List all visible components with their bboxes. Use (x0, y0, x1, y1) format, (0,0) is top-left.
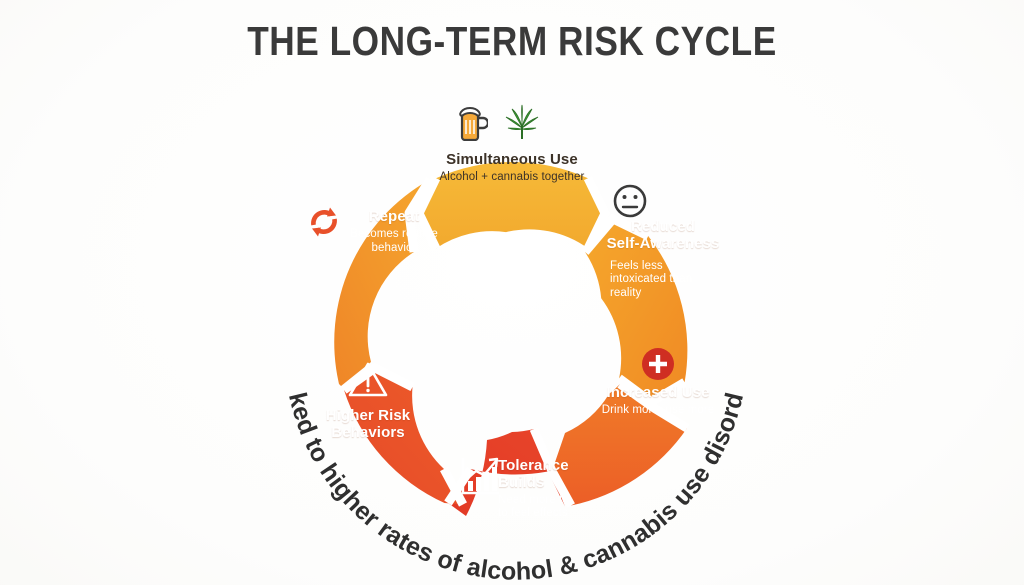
ring-segment-tolerance-builds[interactable] (448, 429, 565, 516)
ring-segment-reduced-self-awareness[interactable] (585, 219, 688, 402)
ring-segment-increased-use[interactable] (552, 384, 687, 506)
ring-segment-repeat[interactable] (334, 179, 430, 387)
ring-segments (334, 161, 688, 516)
ring-segment-higher-risk-behaviors[interactable] (344, 368, 463, 505)
ring-segment-simultaneous-use[interactable] (419, 161, 605, 249)
page-title: THE LONG-TERM RISK CYCLE (247, 18, 777, 64)
